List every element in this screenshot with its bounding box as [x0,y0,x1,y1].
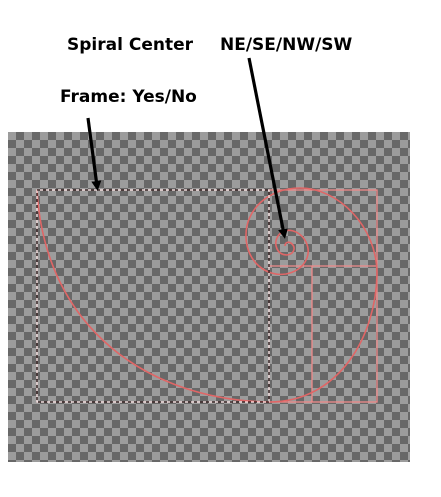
direction-options-label: NE/SE/NW/SW [220,35,353,55]
frame-option-label: Frame: Yes/No [60,87,197,107]
spiral-center-label: Spiral Center [67,35,193,55]
transparent-canvas[interactable] [8,132,410,462]
